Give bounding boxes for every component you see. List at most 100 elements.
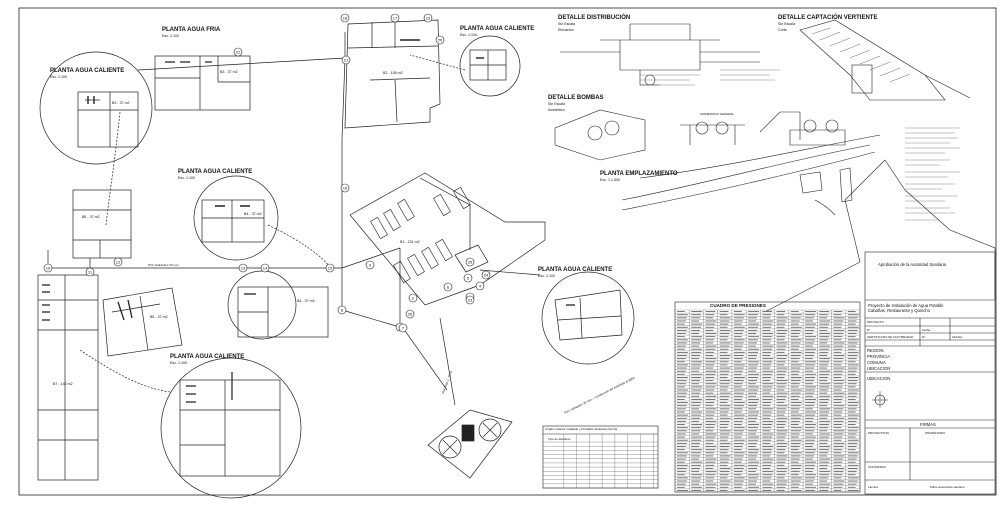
building-b6 (72, 189, 132, 259)
cal-c-title: PLANTA AGUA CALIENTE (178, 169, 252, 175)
node-bubble: 23 (465, 295, 475, 305)
node-bubble: 15 (325, 263, 335, 273)
detalle-distribucion (560, 23, 760, 86)
tb-approval: Aprobación de la Autoridad Sanitaria (878, 262, 947, 267)
cal-b-scale: Esc. 1:100 (460, 33, 477, 37)
emplaz-scale: Esc. 1:1.500 (600, 178, 620, 182)
planta-emplazamiento (621, 134, 996, 313)
room-b2-label: B2 - 106 m2 (383, 71, 403, 75)
node-bubbles: 1234567891011121314151617181920212223242… (43, 13, 491, 333)
fixtures-table-header: Tipo de artefacto (548, 437, 571, 441)
det-dist-view: Elevación (558, 28, 574, 32)
node-label: 2 (412, 295, 415, 300)
tb-proyectista: PROYECTISTA (868, 431, 889, 435)
tb-ubicacion2: UBICACION (867, 376, 890, 381)
tb-region: REGION (867, 348, 884, 353)
tb-lamina: Lámina (868, 485, 878, 489)
fixtures-table-title: Cuadro Gastos Instalado y Probable Sanit… (545, 427, 617, 431)
detail-circle-a (39, 51, 153, 165)
building-b5 (102, 287, 183, 357)
node-label: 15 (328, 265, 333, 270)
node-bubble: 9 (365, 260, 375, 270)
node-bubble: 21 (341, 55, 351, 65)
pressure-table (674, 301, 861, 493)
node-bubble: 11 (85, 267, 95, 277)
node-bubble: 5 (463, 273, 473, 283)
tb-row-date2: FECHA (952, 335, 962, 339)
tb-comuna: COMUNA (867, 360, 886, 365)
detail-circle-c (193, 175, 279, 261)
pipe-network (47, 32, 541, 406)
node-label: 4 (479, 283, 482, 288)
room-b4b-label: B4 - 37 m2 (297, 299, 315, 303)
fixtures-table (542, 425, 659, 489)
room-b5-label: B5 - 37 m2 (150, 315, 168, 319)
tb-row-date: Fecha (922, 328, 931, 332)
emplaz-title: PLANTA EMPLAZAMIENTO (600, 171, 678, 177)
node-label: 9 (369, 262, 372, 267)
cal-d-title: PLANTA AGUA CALIENTE (170, 354, 244, 360)
aljibe-tanks (427, 409, 513, 479)
node-bubble: 12 (113, 257, 123, 267)
tb-provincia: PROVINCIA (867, 354, 890, 359)
node-bubble: 10 (43, 263, 53, 273)
node-bubble: 2 (408, 293, 418, 303)
node-bubble: 13 (238, 263, 248, 273)
tb-contenido: CONTENIDO (868, 465, 887, 469)
det-capt-title: DETALLE CAPTACIÓN VERTIENTE (778, 13, 877, 21)
tb-plan-note: Plano autorizado sanitario (930, 485, 965, 489)
cal-b-title: PLANTA AGUA CALIENTE (460, 26, 534, 32)
node-label: 23 (468, 297, 473, 302)
room-b3-label: B3 - 37 m2 (220, 70, 238, 74)
tb-row-project: PROYECTO (867, 320, 884, 324)
node-label: 8 (341, 307, 344, 312)
pressure-table-title: CUADRO DE PRESIONES (710, 303, 766, 308)
node-bubble: 26 (405, 309, 415, 319)
room-b4-label: B4 - 37 m2 (244, 212, 262, 216)
node-label: 16 (343, 185, 348, 190)
building-b1 (349, 172, 546, 306)
node-label: 25 (468, 259, 473, 264)
cal-d-scale: Esc. 1:100 (170, 361, 187, 365)
node-bubble: 16 (340, 183, 350, 193)
title-block (864, 251, 996, 495)
node-label: 5 (467, 275, 470, 280)
det-bomb-view: Isométrico (548, 108, 565, 112)
detail-circle-d (160, 357, 302, 499)
det-bomb-title: DETALLE BOMBAS (548, 95, 604, 101)
cal-c-scale: Esc. 1:100 (178, 176, 195, 180)
node-label: 17 (393, 15, 398, 20)
det-dist-scale: Sin Escala (558, 22, 575, 26)
pvc-main-label: PVC Hidráulico 50 mm. (148, 263, 179, 267)
node-label: 21 (344, 57, 349, 62)
node-label: 19 (426, 15, 431, 20)
node-bubble: 6 (443, 282, 453, 292)
det-bomb-view2: ISOMETRICO GENERAL (700, 112, 735, 116)
building-b2 (344, 19, 441, 129)
cal-e-title: PLANTA AGUA CALIENTE (538, 267, 612, 273)
fria-scale: Esc. 1:100 (162, 34, 179, 38)
tb-row-num: N° (867, 328, 871, 332)
node-label: 6 (447, 284, 450, 289)
tb-row-sheet: N° (922, 335, 926, 339)
node-label: 18 (343, 15, 348, 20)
detalle-captacion (799, 19, 971, 101)
detalle-bombas (554, 109, 846, 161)
building-b7 (37, 274, 99, 481)
node-label: 13 (241, 265, 246, 270)
det-dist-title: DETALLE DISTRIBUCIÓN (558, 13, 630, 21)
node-label: 10 (46, 265, 51, 270)
node-bubble: 7 (398, 323, 408, 333)
node-bubble: 14 (260, 263, 270, 273)
node-label: 22 (236, 49, 241, 54)
node-bubble: 18 (340, 13, 350, 23)
cal-a-title: PLANTA AGUA CALIENTE (50, 68, 124, 74)
planta-agua-fria (154, 55, 251, 111)
node-label: 14 (263, 265, 268, 270)
building-b4 (227, 270, 329, 340)
node-label: 12 (116, 259, 121, 264)
tb-ubicacion: UBICACION (867, 366, 890, 371)
node-label: 11 (88, 269, 93, 274)
